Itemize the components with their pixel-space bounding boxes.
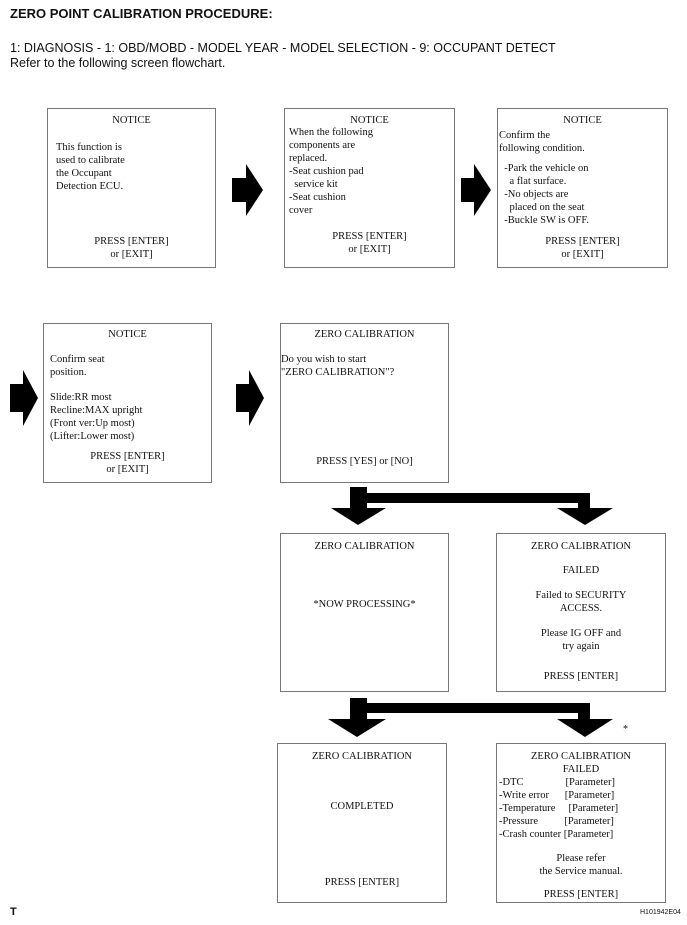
- body-line: This function is: [56, 142, 122, 153]
- screen-now-processing: ZERO CALIBRATION *NOW PROCESSING*: [280, 533, 449, 692]
- press-prompt: or [EXIT]: [348, 244, 391, 255]
- body-line: -Park the vehicle on: [499, 163, 589, 174]
- press-prompt: or [EXIT]: [110, 249, 153, 260]
- body-line: [497, 615, 665, 627]
- menu-path: 1: DIAGNOSIS - 1: OBD/MOBD - MODEL YEAR …: [10, 41, 556, 55]
- completed-message: COMPLETED: [330, 801, 394, 812]
- screen-header: NOTICE: [350, 115, 389, 126]
- body-line: Please IG OFF and: [540, 628, 622, 639]
- body-line: Detection ECU.: [56, 181, 124, 192]
- body-line: "ZERO CALIBRATION"?: [281, 367, 395, 378]
- body-line: -No objects are: [499, 189, 569, 200]
- parameter-line: -Pressure [Parameter]: [499, 816, 614, 827]
- screen-header: NOTICE: [112, 115, 151, 126]
- press-prompt: PRESS [ENTER]: [543, 671, 619, 682]
- press-prompt: PRESS [ENTER]: [545, 236, 620, 247]
- body-line: Recline:MAX upright: [50, 405, 143, 416]
- branch-arrow-1: [331, 487, 613, 525]
- body-line: -Seat cushion: [289, 192, 346, 203]
- body-line: ACCESS.: [559, 603, 603, 614]
- arrow-right-3: [10, 370, 38, 426]
- body-line: position.: [50, 367, 87, 378]
- screen-notice-components: NOTICE When the following components are r…: [284, 108, 455, 268]
- screen-header: ZERO CALIBRATION: [314, 329, 415, 340]
- page-title: ZERO POINT CALIBRATION PROCEDURE:: [10, 6, 273, 21]
- screen-notice-seat-position: NOTICE Confirm seat position. Slide:RR mos…: [43, 323, 212, 483]
- body-line: (Lifter:Lower most): [50, 431, 135, 442]
- parameter-line: -Temperature [Parameter]: [499, 803, 619, 814]
- parameter-line: -Write error [Parameter]: [499, 790, 615, 801]
- status-failed: FAILED: [562, 764, 600, 775]
- body-line: components are: [289, 140, 356, 151]
- body-line: Confirm the: [499, 130, 551, 141]
- asterisk-note: *: [623, 724, 628, 735]
- body-line: Confirm seat: [50, 354, 105, 365]
- press-prompt: PRESS [ENTER]: [94, 236, 169, 247]
- screen-failed-parameters: ZERO CALIBRATION FAILED -DTC [Parameter]…: [496, 743, 666, 903]
- press-prompt: PRESS [ENTER]: [324, 877, 400, 888]
- footer-marker: T: [10, 906, 17, 918]
- body-line: (Front ver:Up most): [50, 418, 135, 429]
- screen-header: ZERO CALIBRATION: [530, 541, 632, 552]
- screen-header: ZERO CALIBRATION: [530, 751, 632, 762]
- status-failed: FAILED: [562, 565, 600, 576]
- screen-zero-calibration-start: ZERO CALIBRATION Do you wish to start "ZE…: [280, 323, 449, 483]
- body-line: the Occupant: [56, 168, 112, 179]
- body-line: [50, 379, 211, 391]
- body-line: following condition.: [499, 143, 585, 154]
- note-line: the Service manual.: [539, 866, 623, 877]
- processing-message: *NOW PROCESSING*: [313, 599, 416, 610]
- body-line: -Buckle SW is OFF.: [499, 215, 589, 226]
- body-line: When the following: [289, 127, 373, 138]
- parameter-line: -DTC [Parameter]: [499, 777, 616, 788]
- body-line: service kit: [289, 179, 338, 190]
- body-line: replaced.: [289, 153, 328, 164]
- screen-notice-function: NOTICE This function is used to calibrate…: [47, 108, 216, 268]
- body-line: Do you wish to start: [281, 354, 367, 365]
- body-line: Slide:RR most: [50, 392, 112, 403]
- body-line: -Seat cushion pad: [289, 166, 364, 177]
- body-line: try again: [562, 641, 600, 652]
- press-prompt: or [EXIT]: [561, 249, 604, 260]
- press-prompt: PRESS [ENTER]: [543, 889, 619, 900]
- screen-failed-security: ZERO CALIBRATION FAILED Failed to SECURI…: [496, 533, 666, 692]
- press-prompt: or [EXIT]: [106, 464, 149, 475]
- arrow-right-2: [461, 164, 491, 216]
- body-line: placed on the seat: [499, 202, 585, 213]
- body-line: [499, 155, 667, 162]
- screen-completed: ZERO CALIBRATION COMPLETED PRESS [ENTER]: [277, 743, 447, 903]
- screen-header: NOTICE: [563, 115, 602, 126]
- body-line: Failed to SECURITY: [535, 590, 627, 601]
- parameter-line: -Crash counter [Parameter]: [499, 829, 614, 840]
- intro-text: Refer to the following screen flowchart.: [10, 56, 226, 70]
- screen-header: ZERO CALIBRATION: [311, 751, 413, 762]
- press-prompt: PRESS [YES] or [NO]: [316, 456, 413, 467]
- body-line: a flat surface.: [499, 176, 567, 187]
- screen-header: ZERO CALIBRATION: [314, 541, 415, 552]
- body-line: cover: [289, 205, 313, 216]
- figure-id: H101942E04: [640, 909, 681, 916]
- body-line: used to calibrate: [56, 155, 125, 166]
- arrow-right-4: [236, 370, 264, 426]
- arrow-right-1: [232, 164, 263, 216]
- press-prompt: PRESS [ENTER]: [332, 231, 407, 242]
- branch-arrow-2: [328, 698, 613, 737]
- screen-notice-conditions: NOTICE Confirm the following condition. -…: [497, 108, 668, 268]
- screen-header: NOTICE: [108, 329, 147, 340]
- press-prompt: PRESS [ENTER]: [90, 451, 165, 462]
- note-line: Please refer: [556, 853, 606, 864]
